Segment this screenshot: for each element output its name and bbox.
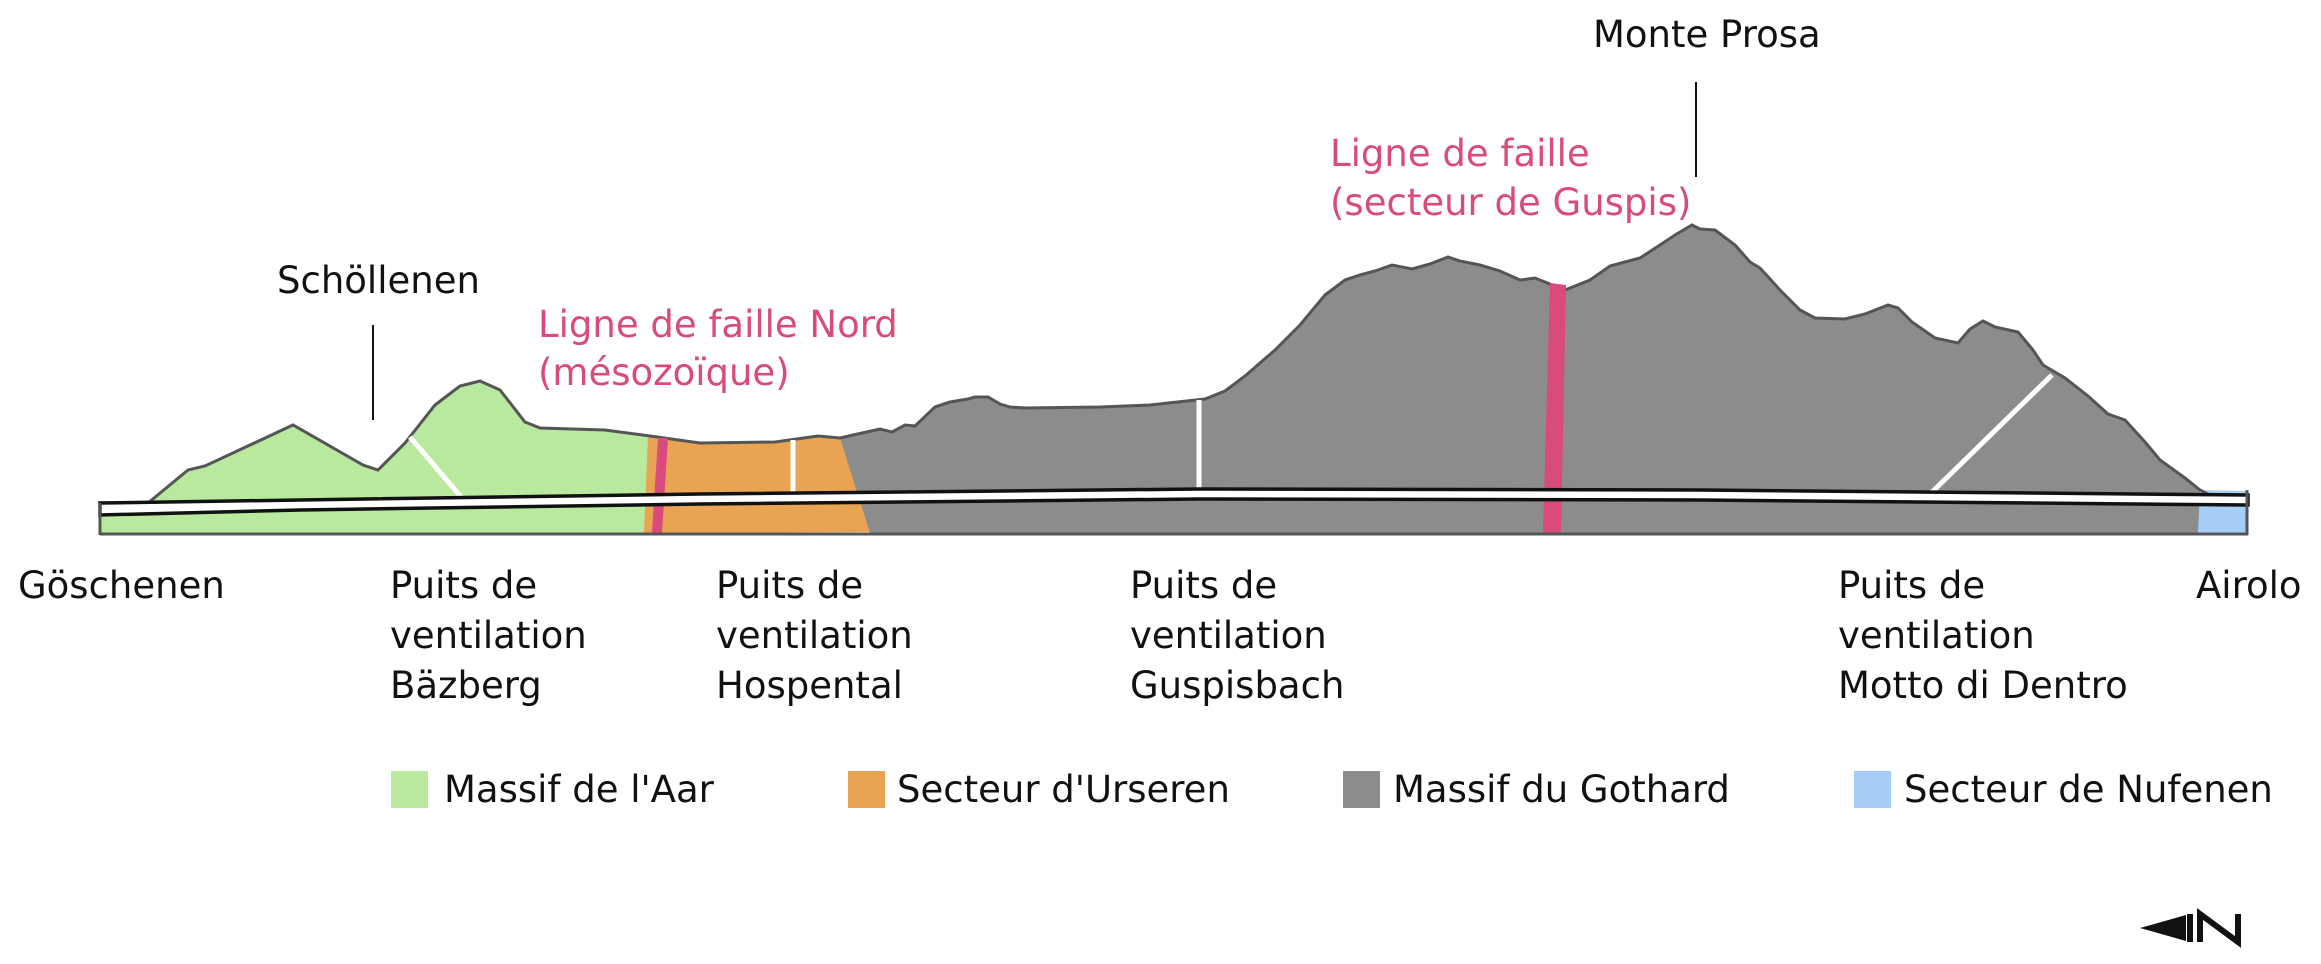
urseren-sector-region <box>648 436 875 533</box>
svg-text:Motto di Dentro: Motto di Dentro <box>1838 664 2128 707</box>
legend-swatch <box>848 771 885 808</box>
svg-text:ventilation: ventilation <box>1838 614 2035 657</box>
fault-line-nord <box>652 438 668 533</box>
svg-text:ventilation: ventilation <box>1130 614 1327 657</box>
svg-text:ventilation: ventilation <box>716 614 913 657</box>
station-label-goschenen: Göschenen <box>18 564 225 607</box>
svg-text:Guspisbach: Guspisbach <box>1130 664 1344 707</box>
terrain-profile <box>98 223 2250 536</box>
legend-label: Secteur de Nufenen <box>1904 768 2273 811</box>
svg-text:Puits de: Puits de <box>1838 564 1985 607</box>
shaft-label-hospental: Puits de ventilation Hospental <box>716 564 913 707</box>
legend: Massif de l'Aar Secteur d'Urseren Massif… <box>391 768 2273 811</box>
fault-sliver <box>644 436 656 533</box>
surface-line <box>99 223 2248 507</box>
svg-text:Bäzberg: Bäzberg <box>390 664 542 707</box>
gothard-massif-region <box>840 225 2218 533</box>
legend-item-urseren: Secteur d'Urseren <box>848 768 1230 811</box>
legend-swatch <box>1854 771 1891 808</box>
peak-label-monte-prosa: Monte Prosa <box>1593 13 1821 56</box>
legend-swatch <box>391 771 428 808</box>
svg-text:Puits de: Puits de <box>1130 564 1277 607</box>
shaft-label-motto: Puits de ventilation Motto di Dentro <box>1838 564 2128 707</box>
fault-line-guspis <box>1543 283 1566 533</box>
legend-label: Secteur d'Urseren <box>897 768 1230 811</box>
shaft-motto <box>1926 373 2054 498</box>
fault-label-guspis-2: (secteur de Guspis) <box>1330 181 1691 224</box>
svg-text:Puits de: Puits de <box>390 564 537 607</box>
aar-massif-region <box>100 381 655 533</box>
legend-item-nufenen: Secteur de Nufenen <box>1854 768 2273 811</box>
legend-swatch <box>1343 771 1380 808</box>
legend-item-gothard: Massif du Gothard <box>1343 768 1730 811</box>
svg-text:Puits de: Puits de <box>716 564 863 607</box>
svg-text:Hospental: Hospental <box>716 664 903 707</box>
shaft-label-bazberg: Puits de ventilation Bäzberg <box>390 564 587 707</box>
peak-label-schollenen: Schöllenen <box>277 259 480 302</box>
station-label-airolo: Airolo <box>2196 564 2302 607</box>
shaft-bazberg <box>408 435 470 507</box>
legend-label: Massif du Gothard <box>1393 768 1730 811</box>
legend-item-aar: Massif de l'Aar <box>391 768 715 811</box>
legend-label: Massif de l'Aar <box>444 768 715 811</box>
fault-label-nord-1: Ligne de faille Nord <box>538 303 898 346</box>
svg-text:ventilation: ventilation <box>390 614 587 657</box>
fault-label-guspis-1: Ligne de faille <box>1330 132 1590 175</box>
fault-label-nord-2: (mésozoïque) <box>538 351 790 394</box>
shaft-label-guspisbach: Puits de ventilation Guspisbach <box>1130 564 1344 707</box>
north-arrow-icon <box>2140 908 2241 948</box>
